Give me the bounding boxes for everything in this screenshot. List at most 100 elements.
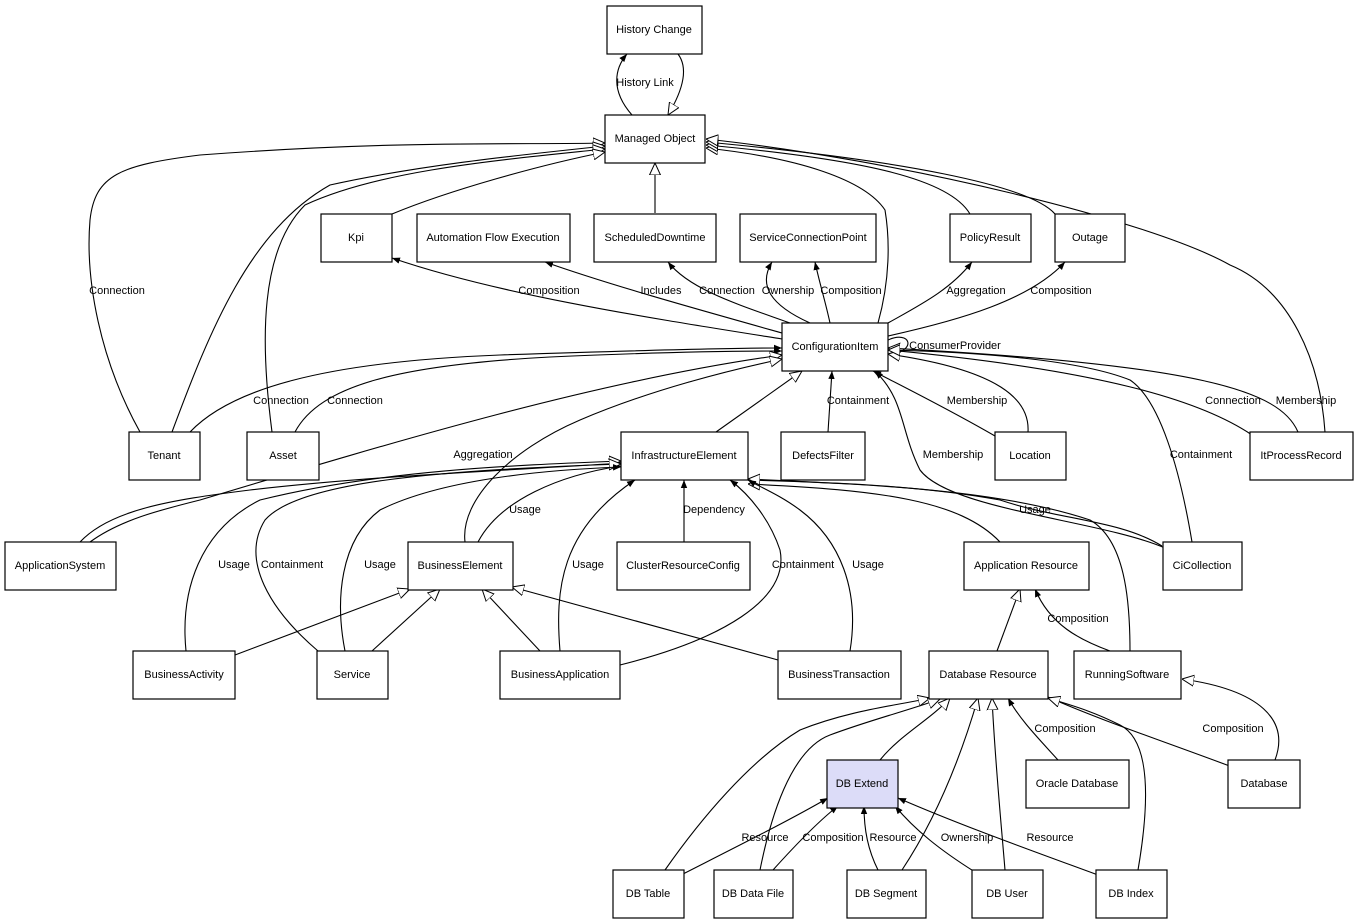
edge-index-extend (897, 797, 1099, 876)
node-db-table[interactable]: DB Table (612, 869, 685, 919)
edge-bapp-be (482, 589, 541, 652)
node-label: BusinessTransaction (788, 669, 890, 681)
edge-history-link (616, 53, 633, 116)
edge-ci-scp-comp (813, 261, 831, 324)
edge-rs-ie (748, 479, 1131, 652)
node-it-process-record[interactable]: ItProcessRecord (1249, 431, 1354, 481)
label-datafile-composition: Composition (802, 832, 863, 844)
label-appsys-aggregation: Aggregation (453, 449, 512, 461)
label-scp-composition: Composition (820, 285, 881, 297)
node-configuration-item[interactable]: ConfigurationItem (781, 322, 889, 372)
label-segment-resource: Resource (869, 832, 916, 844)
edge-location-ci (872, 370, 996, 437)
label-location-membership: Membership (947, 395, 1008, 407)
node-outage[interactable]: Outage (1054, 213, 1126, 263)
edge-asset-ci (294, 347, 783, 433)
edge-segment-extend (860, 805, 879, 871)
node-label: Application Resource (974, 560, 1078, 572)
node-service-connection-point[interactable]: ServiceConnectionPoint (739, 213, 877, 263)
node-label: Kpi (348, 232, 364, 244)
edge-be-ie (477, 464, 622, 543)
node-running-software[interactable]: RunningSoftware (1073, 650, 1182, 700)
node-location[interactable]: Location (994, 431, 1067, 481)
node-database-resource[interactable]: Database Resource (928, 650, 1049, 700)
label-history-link: History Link (616, 77, 674, 89)
node-history-change[interactable]: History Change (606, 5, 703, 55)
edge-segment-dbres (901, 698, 978, 871)
edge-labels: History Link Connection Composition Incl… (89, 77, 1336, 844)
node-asset[interactable]: Asset (246, 431, 320, 481)
node-label: BusinessApplication (511, 669, 609, 681)
node-label: DB Data File (722, 888, 784, 900)
node-label: Oracle Database (1036, 778, 1119, 790)
node-label: DefectsFilter (792, 450, 854, 462)
label-btx-usage: Usage (852, 559, 884, 571)
label-itpr-membership: Membership (1276, 395, 1337, 407)
label-kpi-composition: Composition (518, 285, 579, 297)
label-service-containment: Containment (261, 559, 323, 571)
node-label: DB Segment (855, 888, 917, 900)
node-label: Managed Object (615, 133, 696, 145)
edge-tenant-ci (189, 344, 783, 433)
node-label: Tenant (147, 450, 180, 462)
node-business-application[interactable]: BusinessApplication (499, 650, 621, 700)
edge-oracle-dbres (1007, 697, 1059, 761)
node-application-resource[interactable]: Application Resource (963, 541, 1090, 591)
edge-datafile-extend (772, 805, 839, 871)
edge-bapp-ie-1 (558, 479, 636, 652)
node-oracle-database[interactable]: Oracle Database (1025, 759, 1130, 809)
node-policy-result[interactable]: PolicyResult (949, 213, 1032, 263)
edge-rs-appres (1034, 588, 1111, 652)
node-business-element[interactable]: BusinessElement (407, 541, 514, 591)
node-label: ConfigurationItem (792, 341, 879, 353)
edge-outage-mo (706, 142, 1056, 215)
node-label: DB Index (1108, 888, 1154, 900)
label-defects-containment: Containment (827, 395, 889, 407)
edge-ci-sd (667, 261, 791, 324)
node-database[interactable]: Database (1227, 759, 1301, 809)
label-bapp-containment: Containment (772, 559, 834, 571)
edge-ci-self (887, 336, 909, 357)
node-business-transaction[interactable]: BusinessTransaction (777, 650, 902, 700)
edge-history-back (668, 53, 684, 115)
node-service[interactable]: Service (316, 650, 389, 700)
label-cicoll-usage: Usage (1019, 504, 1051, 516)
node-label: DB User (986, 888, 1028, 900)
edge-ie-ci (715, 371, 802, 433)
node-db-data-file[interactable]: DB Data File (713, 869, 794, 919)
label-cicoll-membership: Membership (923, 449, 984, 461)
node-label: DB Extend (836, 778, 889, 790)
edge-appres-ie (748, 484, 1001, 543)
node-label: RunningSoftware (1085, 669, 1169, 681)
label-cicoll-containment: Containment (1170, 449, 1232, 461)
edge-appsys-ie (79, 463, 621, 543)
edge-database-rs (1182, 679, 1280, 761)
node-managed-object[interactable]: Managed Object (604, 114, 706, 164)
node-label: ItProcessRecord (1260, 450, 1341, 462)
node-application-system[interactable]: ApplicationSystem (4, 541, 117, 591)
label-scp-ownership: Ownership (762, 285, 815, 297)
edge-location-ci-gen (888, 354, 1029, 433)
node-infrastructure-element[interactable]: InfrastructureElement (620, 431, 749, 481)
label-outage-composition: Composition (1030, 285, 1091, 297)
node-ci-collection[interactable]: CiCollection (1162, 541, 1243, 591)
node-db-user[interactable]: DB User (971, 869, 1044, 919)
edge-user-dbres (992, 698, 1006, 871)
edge-user-extend (894, 805, 976, 873)
node-business-activity[interactable]: BusinessActivity (132, 650, 236, 700)
node-scheduled-downtime[interactable]: ScheduledDowntime (593, 213, 717, 263)
node-label: Outage (1072, 232, 1108, 244)
node-defects-filter[interactable]: DefectsFilter (780, 431, 866, 481)
node-cluster-resource-config[interactable]: ClusterResourceConfig (616, 541, 751, 591)
label-policy-aggregation: Aggregation (946, 285, 1005, 297)
node-db-index[interactable]: DB Index (1095, 869, 1168, 919)
node-db-extend[interactable]: DB Extend (826, 759, 899, 809)
node-kpi[interactable]: Kpi (320, 213, 393, 263)
node-automation-flow-execution[interactable]: Automation Flow Execution (416, 213, 571, 263)
node-tenant[interactable]: Tenant (128, 431, 201, 481)
node-db-segment[interactable]: DB Segment (846, 869, 927, 919)
label-user-ownership: Ownership (941, 832, 994, 844)
edge-bapp-ie-2 (619, 479, 782, 666)
label-cluster-dependency: Dependency (683, 504, 745, 516)
edge-service-ie-2 (340, 464, 622, 652)
